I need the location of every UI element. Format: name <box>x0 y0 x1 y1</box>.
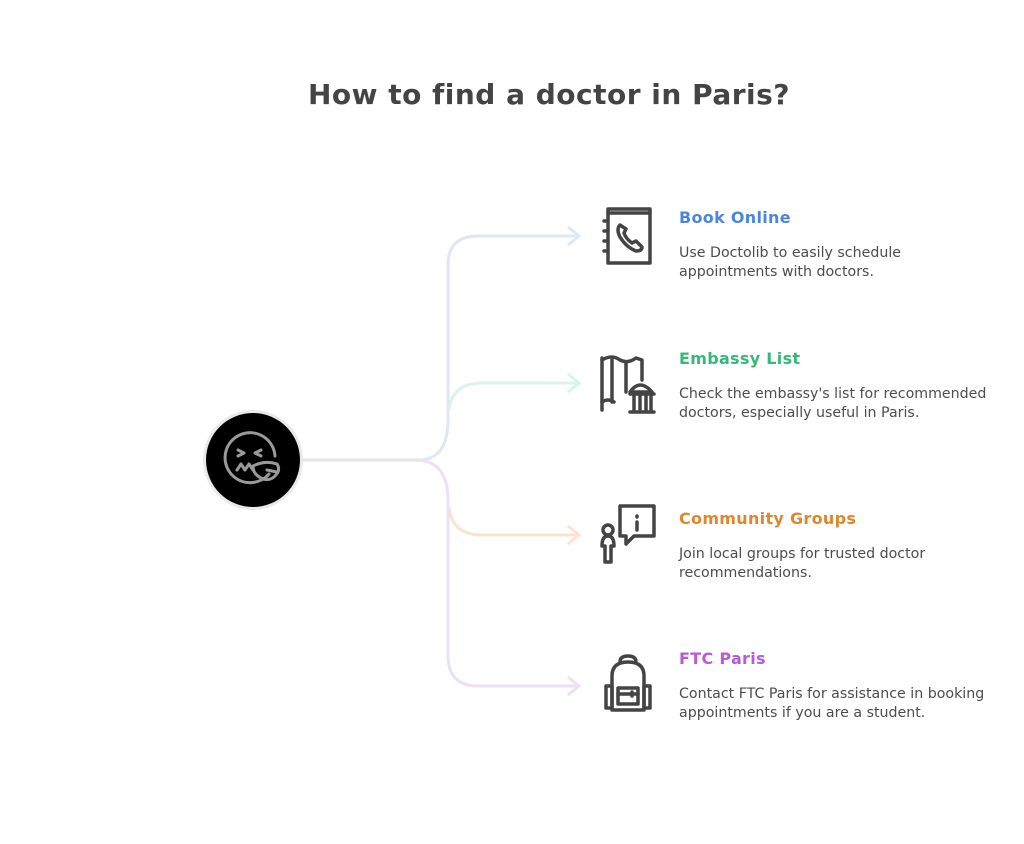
diagram-title: How to find a doctor in Paris? <box>307 78 791 111</box>
connector-book-online <box>417 234 578 462</box>
map-embassy-icon <box>600 355 656 414</box>
nauseated-face-icon <box>223 431 281 485</box>
central-hub-node <box>206 413 300 507</box>
connector-ftc-paris <box>417 458 578 688</box>
backpack-icon <box>604 654 652 712</box>
arrow-embassy-list <box>567 372 582 394</box>
item-description-community-groups: Join local groups for trusted doctor rec… <box>679 546 926 581</box>
connector-community-groups <box>447 506 578 537</box>
item-title-book-online: Book Online <box>679 208 791 227</box>
item-title-community-groups: Community Groups <box>679 509 857 528</box>
person-info-bubble-icon <box>600 504 656 564</box>
arrow-ftc-paris <box>567 675 582 697</box>
item-title-embassy-list: Embassy List <box>679 349 801 368</box>
item-description-embassy-list: Check the embassy's list for recommended… <box>679 386 987 421</box>
arrow-community-groups <box>567 524 582 546</box>
phone-book-icon <box>602 207 652 265</box>
arrow-book-online <box>567 225 582 247</box>
item-title-ftc-paris: FTC Paris <box>679 649 766 668</box>
item-description-ftc-paris: Contact FTC Paris for assistance in book… <box>679 686 985 721</box>
item-description-book-online: Use Doctolib to easily schedule appointm… <box>679 245 901 280</box>
connector-embassy-list <box>447 381 578 411</box>
